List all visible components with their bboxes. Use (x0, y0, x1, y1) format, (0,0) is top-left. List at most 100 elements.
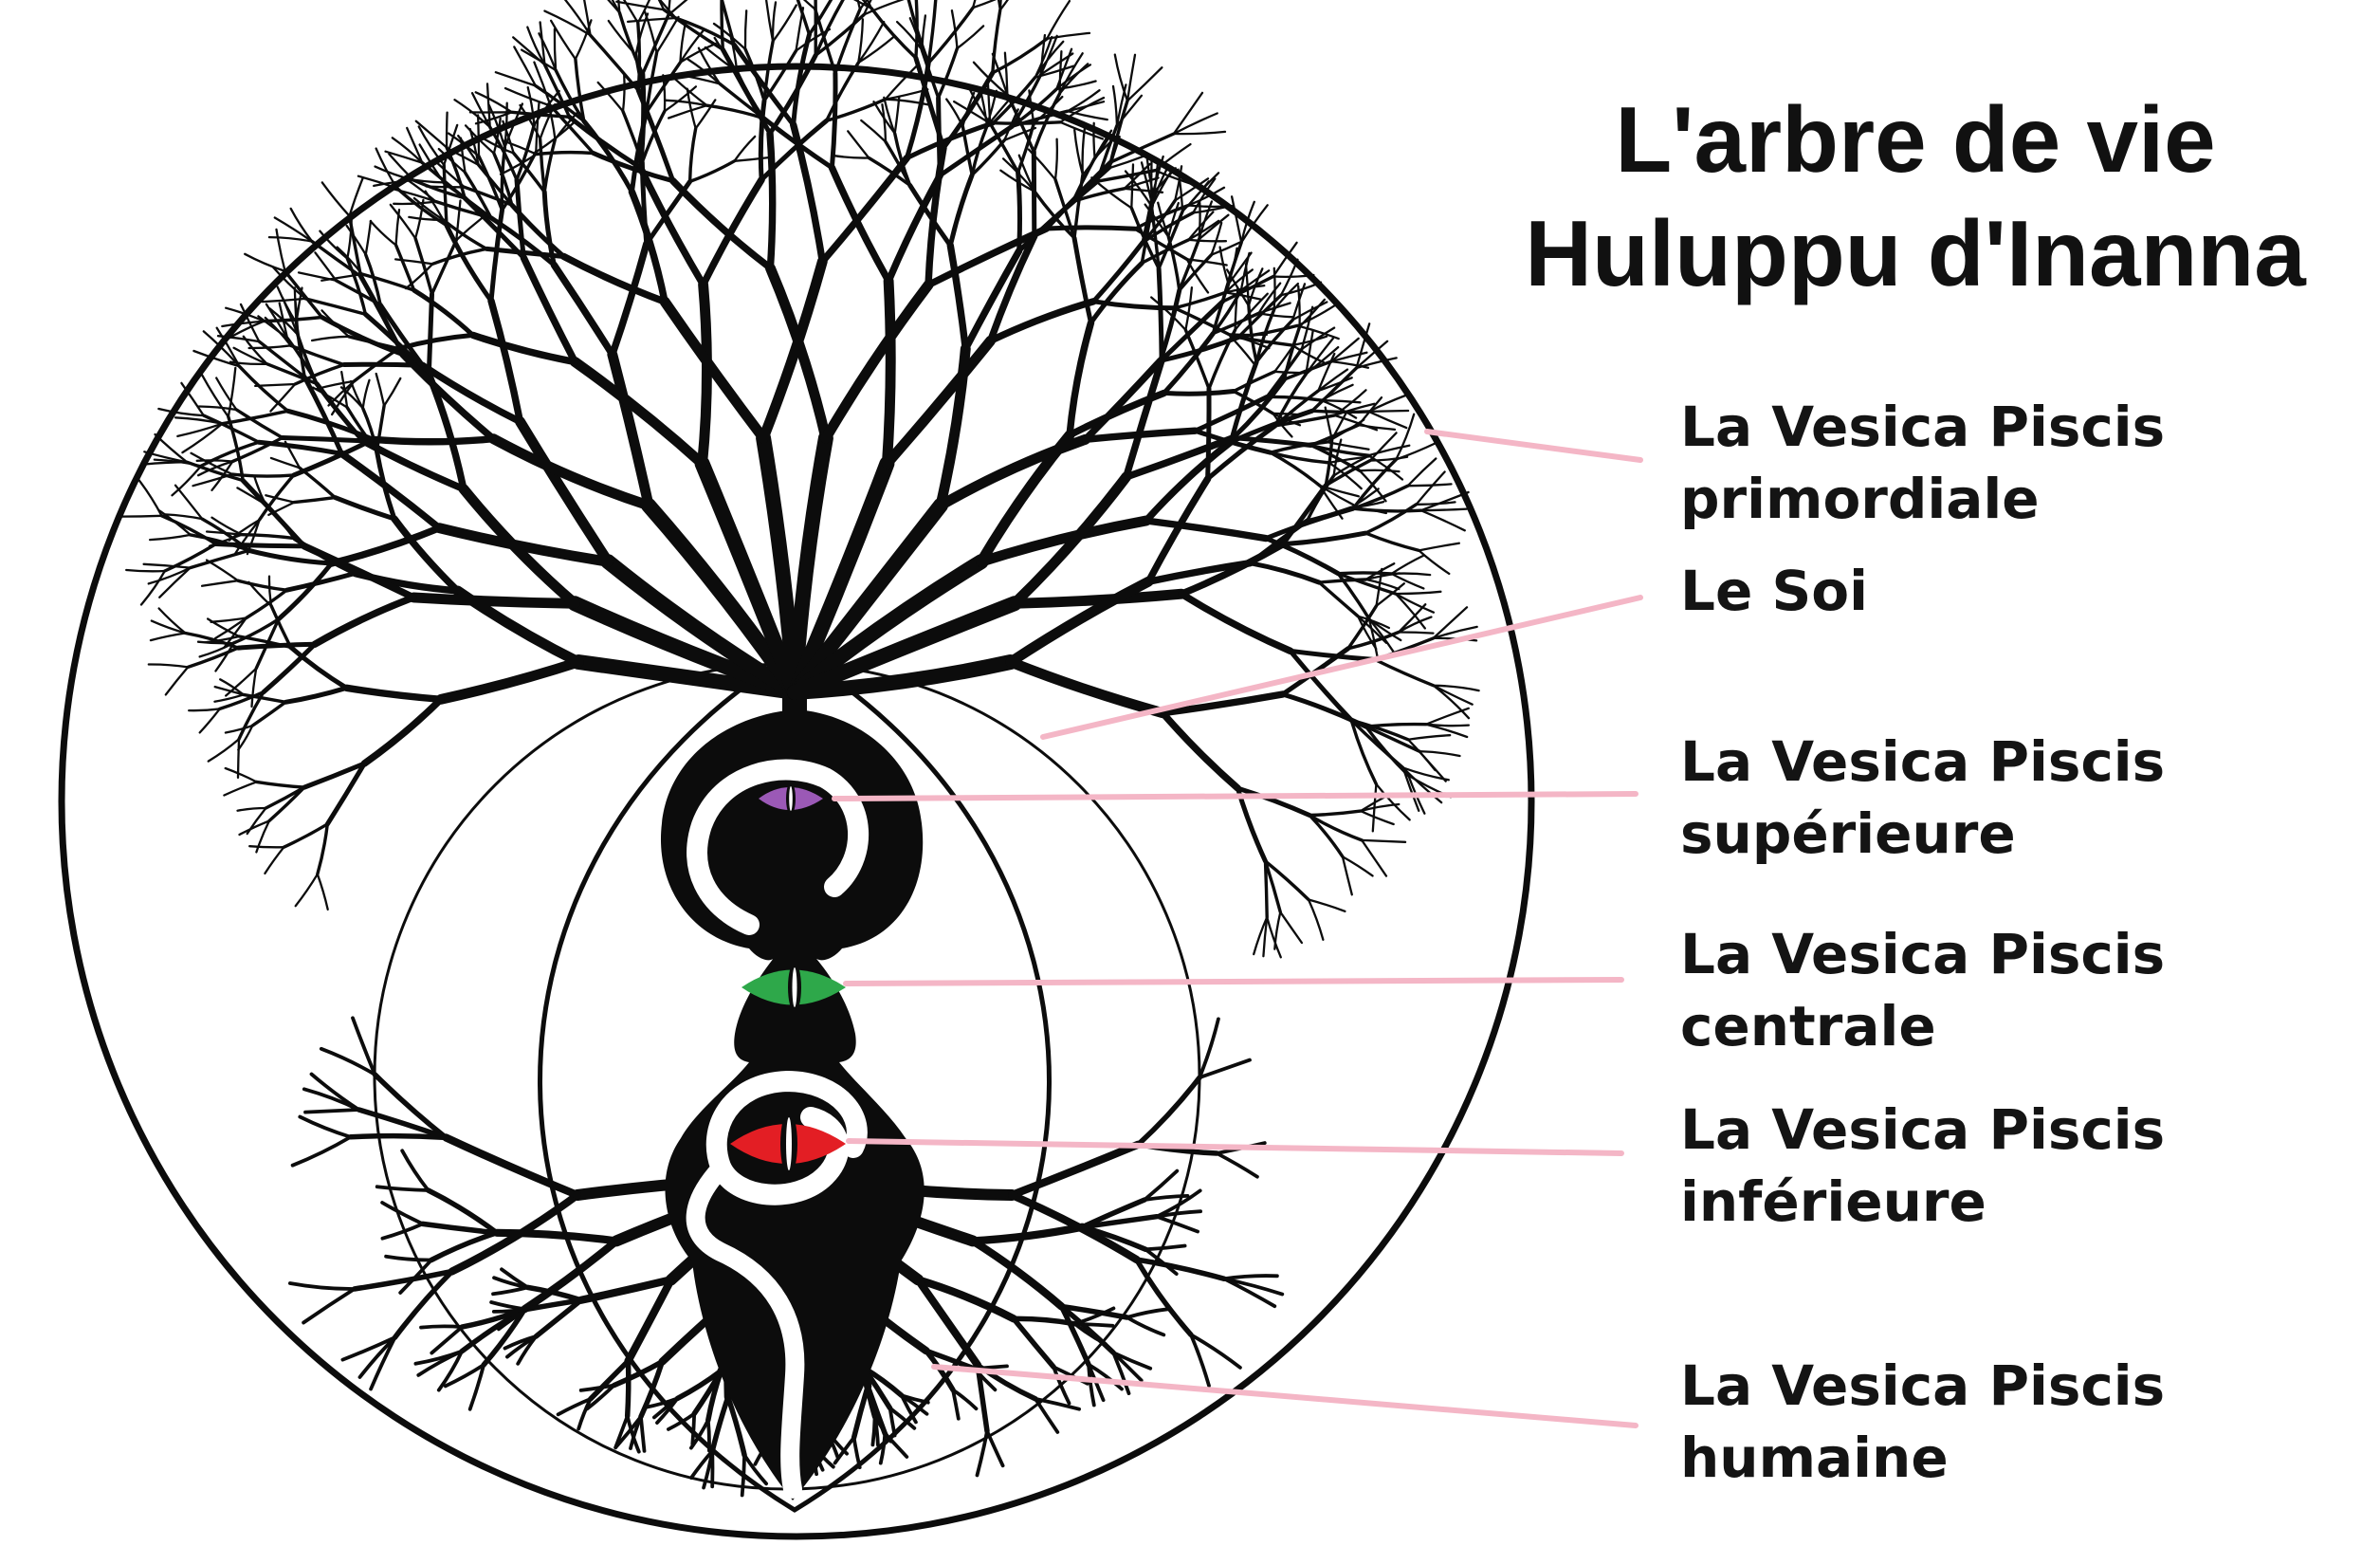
branch-segment (818, 154, 911, 266)
branch-segment (1355, 322, 1371, 370)
branch-segment (787, 596, 1022, 700)
branch-segment (1247, 561, 1322, 585)
root-segment (587, 1358, 632, 1402)
branch-segment (1308, 813, 1345, 858)
branch-segment (1059, 120, 1105, 140)
root-segment (356, 1107, 449, 1141)
branch-segment (180, 381, 205, 417)
branch-segment (1307, 898, 1325, 941)
head-spiral (687, 759, 870, 935)
branch-segment (264, 846, 285, 875)
branch-segment (1359, 809, 1395, 826)
branch-segment (1033, 95, 1064, 125)
branch-segment (487, 433, 654, 511)
root-segment (899, 1393, 918, 1425)
branch-segment (824, 98, 888, 122)
branch-segment (1330, 410, 1348, 441)
label-superieure-line-2: supérieure (1680, 801, 2016, 866)
branch-segment (224, 766, 258, 783)
branch-segment (1184, 286, 1194, 332)
branch-segment (881, 335, 997, 469)
root-segment (375, 1185, 430, 1192)
branch-segment (346, 213, 354, 260)
branch-segment (1016, 121, 1035, 175)
branch-segment (1066, 110, 1108, 121)
branch-segment (1005, 656, 1168, 719)
branch-segment (771, 4, 797, 43)
root-segment (347, 1132, 449, 1141)
branch-segment (1033, 190, 1076, 240)
branch-segment (394, 258, 434, 266)
root-segment (1189, 1333, 1211, 1388)
branch-segment (1133, 227, 1189, 261)
branch-segment (814, 0, 816, 10)
branch-segment (1257, 312, 1294, 319)
branch-segment (514, 177, 526, 261)
root-segment (319, 1046, 377, 1076)
branch-segment (501, 138, 538, 156)
branch-segment (503, 86, 552, 107)
branch-segment (515, 416, 613, 567)
branch-segment (1356, 615, 1391, 630)
branch-segment (163, 542, 218, 573)
branch-segment (149, 632, 187, 642)
root-segment (833, 1435, 856, 1465)
branch-segment (374, 165, 415, 182)
branch-segment (1010, 72, 1043, 128)
branch-segment (288, 644, 349, 690)
branch-segment (764, 263, 832, 444)
branch-segment (1397, 616, 1433, 634)
branch-segment (674, 16, 736, 46)
branch-segment (991, 8, 1002, 75)
branch-segment (644, 61, 683, 115)
branch-segment (1228, 359, 1259, 445)
branch-segment (408, 592, 580, 609)
branch-segment (720, 0, 736, 46)
branch-segment (828, 164, 892, 285)
branch-segment (1235, 785, 1312, 818)
branch-segment (1272, 282, 1300, 311)
branch-segment (237, 364, 290, 413)
branch-segment (1207, 328, 1237, 391)
root-segment (430, 1325, 465, 1355)
branch-segment (1364, 725, 1421, 753)
root-segment (883, 1431, 909, 1459)
branch-segment (870, 6, 918, 60)
branch-segment (280, 435, 366, 444)
branch-segment (1247, 304, 1258, 364)
branch-segment (369, 220, 397, 247)
branch-segment (474, 91, 514, 114)
branch-segment (196, 640, 235, 645)
root-segment (1079, 1213, 1160, 1230)
root-segment (578, 1383, 616, 1392)
root-segment (851, 1383, 870, 1441)
branch-segment (315, 379, 356, 391)
branch-segment (424, 190, 445, 222)
branch-segment (1089, 260, 1144, 325)
branch-segment (183, 631, 240, 650)
branch-segment (1253, 915, 1269, 956)
branch-segment (1397, 603, 1427, 634)
branch-segment (961, 124, 974, 177)
branch-segment (1263, 536, 1341, 577)
branch-segment (762, 40, 775, 102)
branch-segment (1081, 138, 1109, 176)
branch-segment (148, 533, 192, 542)
branch-segment (1028, 89, 1035, 125)
branch-segment (476, 163, 514, 207)
branch-segment (1273, 911, 1282, 950)
branch-segment (389, 203, 417, 240)
branch-segment (327, 379, 356, 407)
branch-segment (1367, 410, 1408, 430)
branch-segment (1210, 221, 1223, 256)
branch-segment (352, 346, 400, 383)
branch-segment (470, 92, 491, 129)
root-segment (340, 1335, 397, 1362)
branch-segment (269, 456, 302, 469)
root-segment (888, 1406, 897, 1438)
branch-segment (1236, 293, 1283, 340)
branch-segment (1263, 859, 1310, 902)
branch-segment (255, 819, 271, 854)
root-segment (380, 1201, 425, 1226)
root-segment (1072, 1321, 1115, 1328)
